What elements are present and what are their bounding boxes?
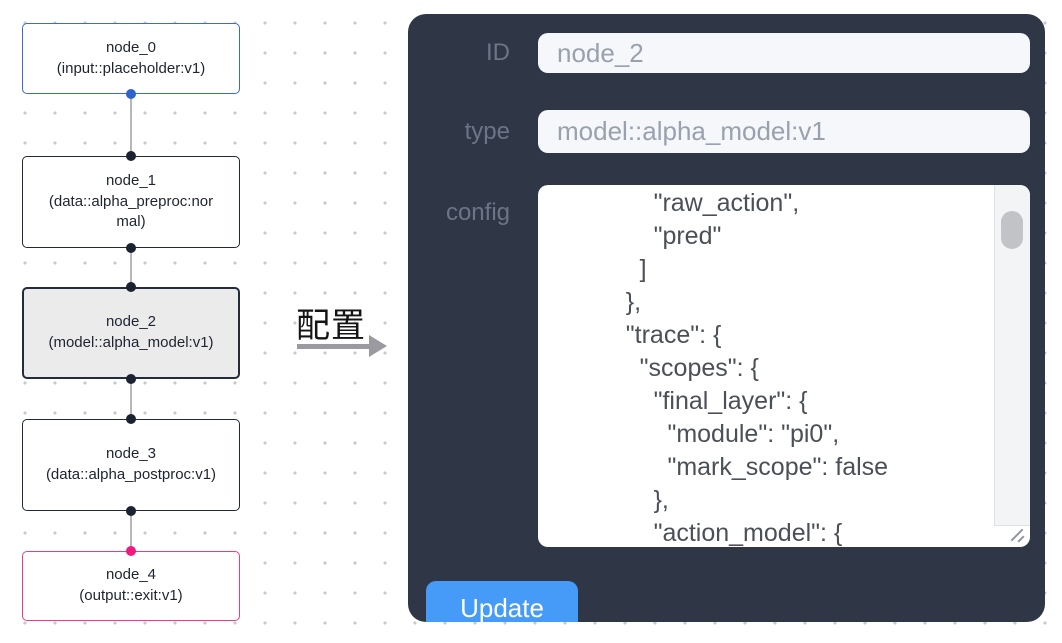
flow-node-node_2-selected[interactable]: node_2 (model::alpha_model:v1) (22, 287, 240, 379)
node-config-panel: ID type config "raw_action", "pred" ] },… (408, 14, 1045, 622)
textarea-resize-handle-icon[interactable] (1009, 526, 1027, 544)
edge-node0-node1 (130, 94, 132, 156)
node-subtitle: (data::alpha_preproc:normal) (48, 192, 214, 231)
flow-node-node_3[interactable]: node_3 (data::alpha_postproc:v1) (22, 419, 240, 511)
node-subtitle: (output::exit:v1) (79, 587, 183, 604)
type-input[interactable] (538, 110, 1030, 153)
node-subtitle: (input::placeholder:v1) (56, 59, 206, 77)
type-field-label: type (464, 118, 510, 145)
edge-node2-node3 (130, 379, 132, 419)
port-node_2-input[interactable] (126, 282, 136, 292)
flow-node-node_4[interactable]: node_4 (output::exit:v1) (22, 551, 240, 621)
port-node_3-input[interactable] (126, 414, 136, 424)
port-node_4-input[interactable] (126, 546, 136, 556)
edge-node3-node4 (130, 511, 132, 551)
port-node_0-output[interactable] (126, 89, 136, 99)
config-textarea[interactable]: "raw_action", "pred" ] }, "trace": { "sc… (538, 185, 1030, 547)
node-title: node_2 (105, 313, 157, 331)
right-arrow-icon (297, 344, 369, 349)
port-node_2-output[interactable] (126, 374, 136, 384)
node-subtitle: (model::alpha_model:v1) (48, 334, 214, 351)
id-field-label: ID (486, 39, 510, 66)
config-json-text: "raw_action", "pred" ] }, "trace": { "sc… (625, 189, 889, 547)
right-arrow-head-icon (369, 335, 387, 357)
node-title: node_0 (105, 38, 157, 56)
config-scrollbar-track[interactable] (994, 185, 1030, 526)
configure-label: 配置 (296, 307, 366, 345)
port-node_1-input[interactable] (126, 151, 136, 161)
edge-node1-node2 (130, 248, 132, 287)
config-field-label: config (445, 199, 510, 226)
node-title: node_4 (105, 566, 157, 584)
flow-node-node_0[interactable]: node_0 (input::placeholder:v1) (22, 23, 240, 94)
id-input[interactable] (538, 33, 1030, 73)
config-scrollbar-thumb[interactable] (1001, 211, 1023, 249)
flow-node-node_1[interactable]: node_1 (data::alpha_preproc:normal) (22, 156, 240, 248)
port-node_3-output[interactable] (126, 506, 136, 516)
port-node_1-output[interactable] (126, 243, 136, 253)
node-subtitle: (data::alpha_postproc:v1) (45, 466, 217, 483)
update-button[interactable]: Update (426, 581, 578, 622)
node-title: node_3 (105, 445, 157, 463)
node-title: node_1 (105, 171, 157, 189)
